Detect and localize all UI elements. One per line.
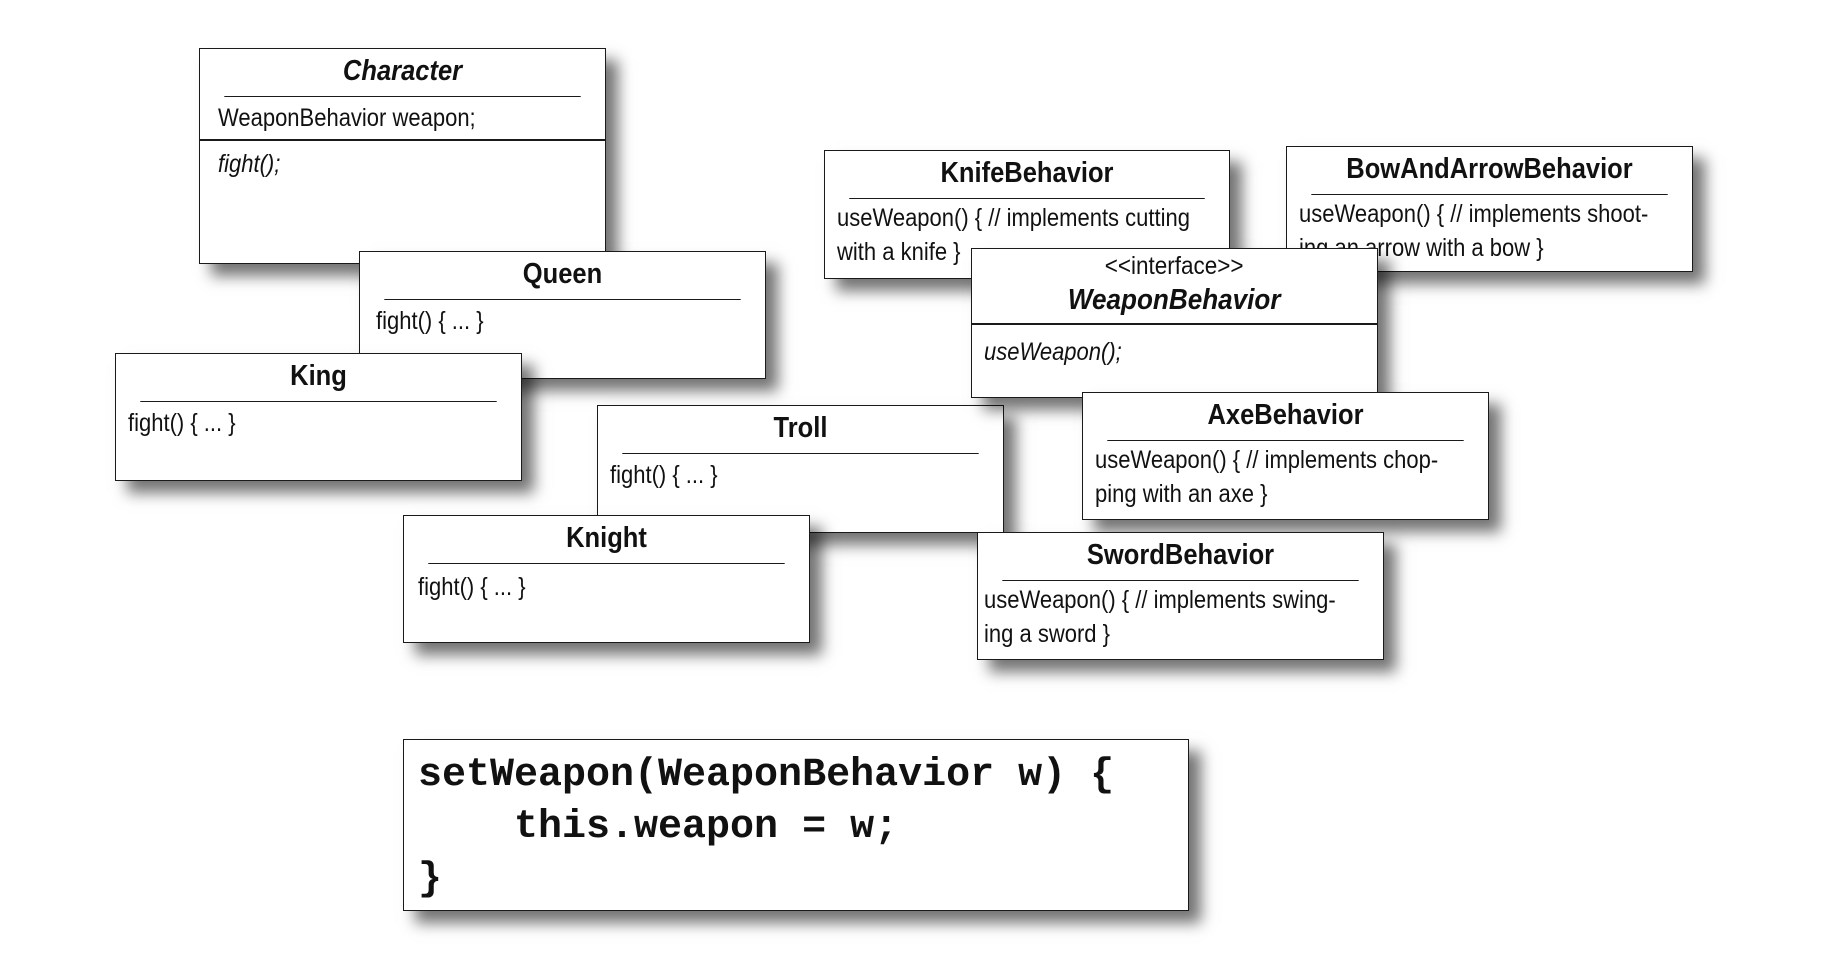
class-name: Character — [224, 49, 581, 97]
class-method: fight() { ... } — [376, 307, 484, 335]
class-bow-and-arrow-behavior: BowAndArrowBehavior useWeapon() { // imp… — [1286, 146, 1693, 272]
class-name: Knight — [428, 516, 785, 564]
class-troll: Troll fight() { ... } — [597, 405, 1004, 533]
class-method: fight() { ... } — [418, 573, 526, 601]
class-name: KnifeBehavior — [849, 151, 1205, 199]
class-name: Queen — [384, 252, 741, 300]
class-sword-behavior: SwordBehavior useWeapon() { // implement… — [977, 532, 1384, 660]
class-name: AxeBehavior — [1107, 393, 1464, 441]
class-method: useWeapon(); — [984, 338, 1122, 366]
set-weapon-code-block: setWeapon(WeaponBehavior w) { this.weapo… — [403, 739, 1189, 911]
code-line: this.weapon = w; — [418, 805, 899, 850]
class-character: Character WeaponBehavior weapon; fight()… — [199, 48, 606, 264]
interface-weapon-behavior: <<interface>> WeaponBehavior useWeapon()… — [971, 248, 1378, 398]
class-method: fight() { ... } — [610, 461, 718, 489]
code-line: setWeapon(WeaponBehavior w) { — [418, 753, 1115, 798]
class-name: SwordBehavior — [1002, 533, 1359, 581]
class-method: fight() { ... } — [128, 409, 236, 437]
class-method: fight(); — [218, 150, 281, 178]
class-name: Troll — [622, 406, 979, 454]
class-king: King fight() { ... } — [115, 353, 522, 481]
code-line: } — [418, 857, 443, 902]
class-name: King — [140, 354, 497, 402]
class-field: WeaponBehavior weapon; — [200, 97, 605, 141]
class-method: useWeapon() { // implements swing- ing a… — [984, 586, 1336, 648]
class-name: WeaponBehavior — [972, 281, 1377, 325]
class-method: useWeapon() { // implements cutting with… — [837, 204, 1190, 266]
class-method: useWeapon() { // implements chop- ping w… — [1095, 446, 1439, 508]
class-name: BowAndArrowBehavior — [1311, 147, 1668, 195]
class-axe-behavior: AxeBehavior useWeapon() { // implements … — [1082, 392, 1489, 520]
class-knight: Knight fight() { ... } — [403, 515, 810, 643]
interface-stereotype: <<interface>> — [1105, 252, 1244, 280]
class-method: useWeapon() { // implements shoot- ing a… — [1299, 200, 1649, 262]
